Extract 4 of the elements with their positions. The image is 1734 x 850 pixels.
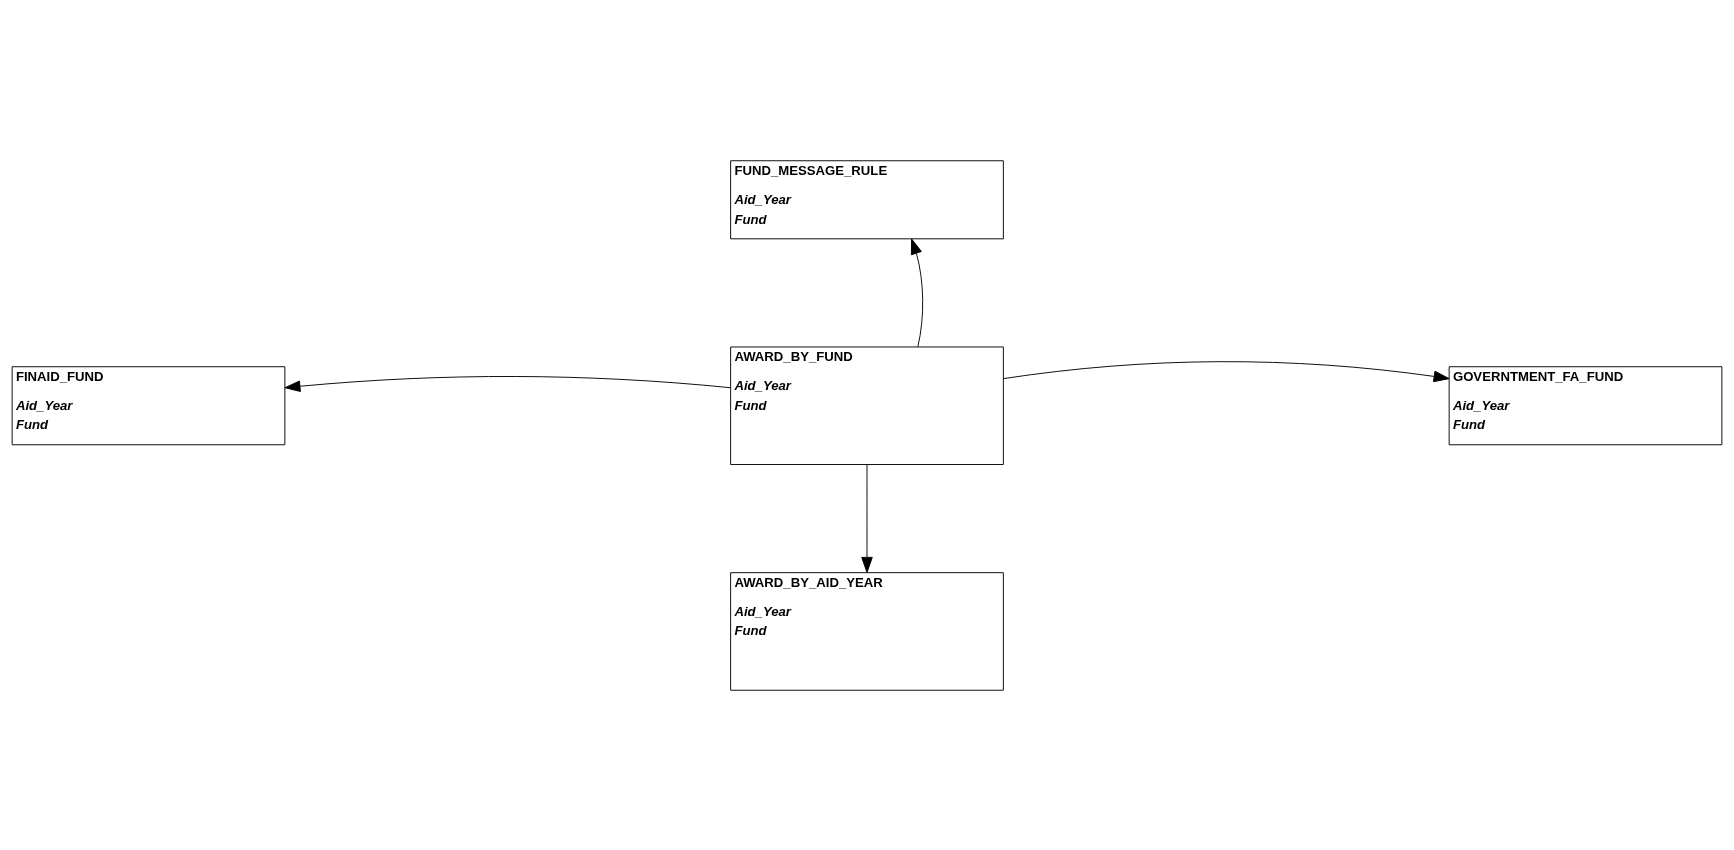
- arrow: [910, 237, 924, 347]
- arrow: [284, 375, 732, 392]
- arrow: [1003, 360, 1450, 382]
- arrow: [861, 463, 873, 573]
